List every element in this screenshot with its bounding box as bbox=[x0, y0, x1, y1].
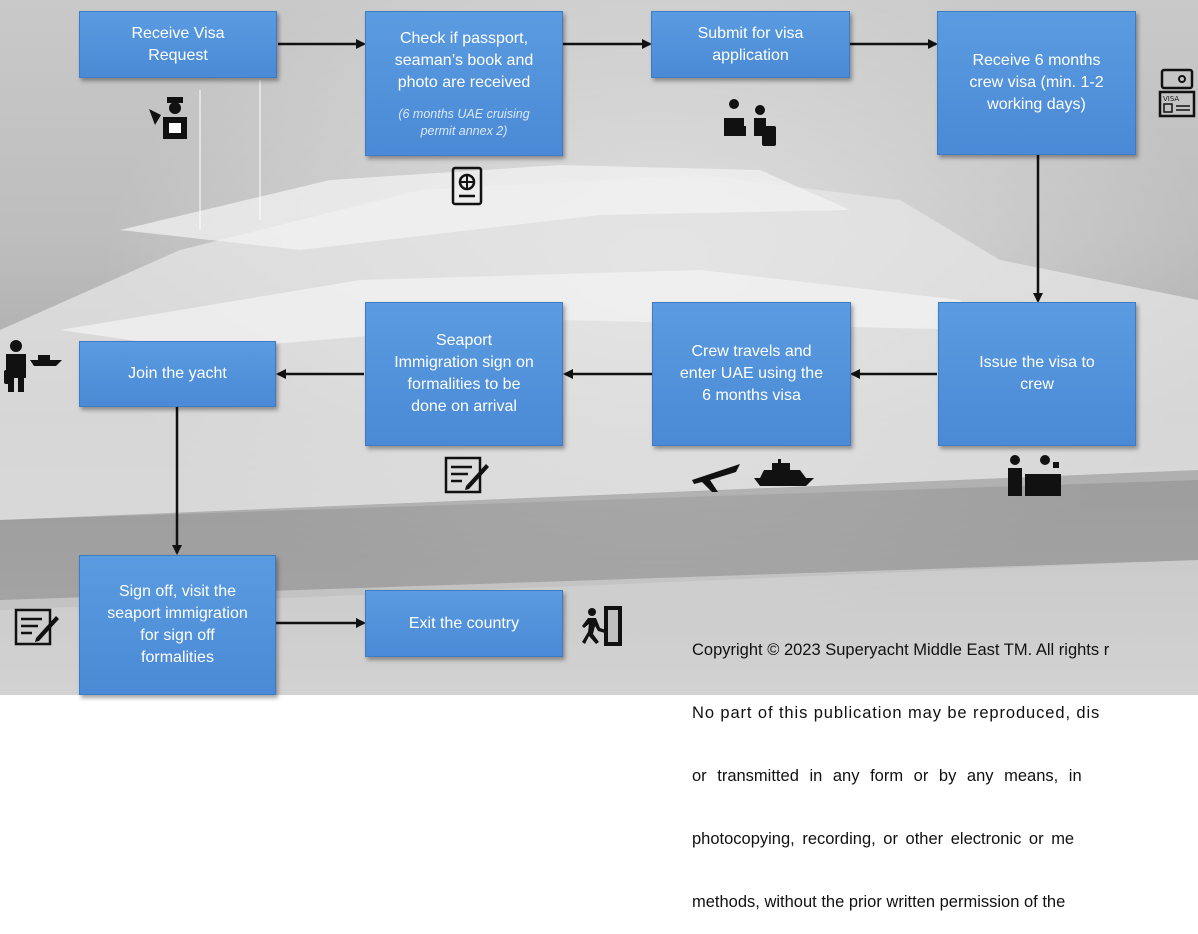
step-label: Join the yacht bbox=[128, 365, 227, 382]
copyright-line: photocopying, recording, or other electr… bbox=[692, 830, 1075, 848]
check-in-counter-icon bbox=[724, 99, 776, 146]
immigration-officer-icon bbox=[149, 97, 187, 139]
copyright-line: No part of this publication may be repro… bbox=[692, 704, 1101, 722]
flow-arrows bbox=[172, 39, 1043, 628]
step-label: Seaport Immigration sign on formalities … bbox=[394, 332, 534, 415]
form-edit-icon bbox=[444, 456, 489, 494]
step-label: Exit the country bbox=[408, 614, 520, 632]
passport-icon bbox=[451, 166, 483, 206]
emergency-exit-icon bbox=[582, 606, 622, 646]
copyright-line: Copyright © 2023 Superyacht Middle East … bbox=[692, 641, 1110, 659]
crew-member-icon bbox=[4, 340, 62, 392]
step-label: Issue the visa to crew bbox=[979, 354, 1095, 393]
step-submit-application: Submit for visa application bbox=[651, 11, 850, 78]
airplane-icon bbox=[692, 464, 740, 492]
step-label: Receive Visa Request bbox=[131, 24, 225, 64]
form-edit-icon bbox=[14, 608, 59, 646]
svg-text:VISA: VISA bbox=[1163, 95, 1179, 103]
step-label: Crew travels and enter UAE using the 6 m… bbox=[679, 343, 824, 404]
step-check-documents: Check if passport, seaman’s book and pho… bbox=[365, 11, 563, 156]
copyright-line: or transmitted in any form or by any mea… bbox=[692, 767, 1082, 785]
step-label: Receive 6 months crew visa (min. 1-2 wor… bbox=[969, 52, 1104, 113]
copyright-notice: Copyright © 2023 Superyacht Middle East … bbox=[692, 598, 1198, 934]
step-sign-off: Sign off, visit the seaport immigration … bbox=[79, 555, 276, 695]
step-note: (6 months UAE cruising permit annex 2) bbox=[398, 107, 530, 138]
step-label: Sign off, visit the seaport immigration … bbox=[107, 583, 248, 666]
step-issue-visa: Issue the visa to crew bbox=[938, 302, 1136, 446]
step-label: Submit for visa application bbox=[697, 24, 804, 64]
ship-icon bbox=[754, 459, 814, 486]
step-label: Check if passport, seaman’s book and pho… bbox=[394, 30, 534, 91]
step-crew-travels: Crew travels and enter UAE using the 6 m… bbox=[652, 302, 851, 446]
step-receive-crew-visa: Receive 6 months crew visa (min. 1-2 wor… bbox=[937, 11, 1136, 155]
step-join-yacht: Join the yacht bbox=[79, 341, 276, 407]
reception-desk-icon bbox=[1008, 455, 1061, 496]
step-receive-visa-request: Receive Visa Request bbox=[79, 11, 277, 78]
visa-document-icon: VISA bbox=[1158, 68, 1196, 118]
step-seaport-sign-on: Seaport Immigration sign on formalities … bbox=[365, 302, 563, 446]
copyright-line: methods, without the prior written permi… bbox=[692, 893, 1066, 911]
step-exit-country: Exit the country bbox=[365, 590, 563, 657]
yacht-background-image bbox=[0, 175, 1198, 695]
